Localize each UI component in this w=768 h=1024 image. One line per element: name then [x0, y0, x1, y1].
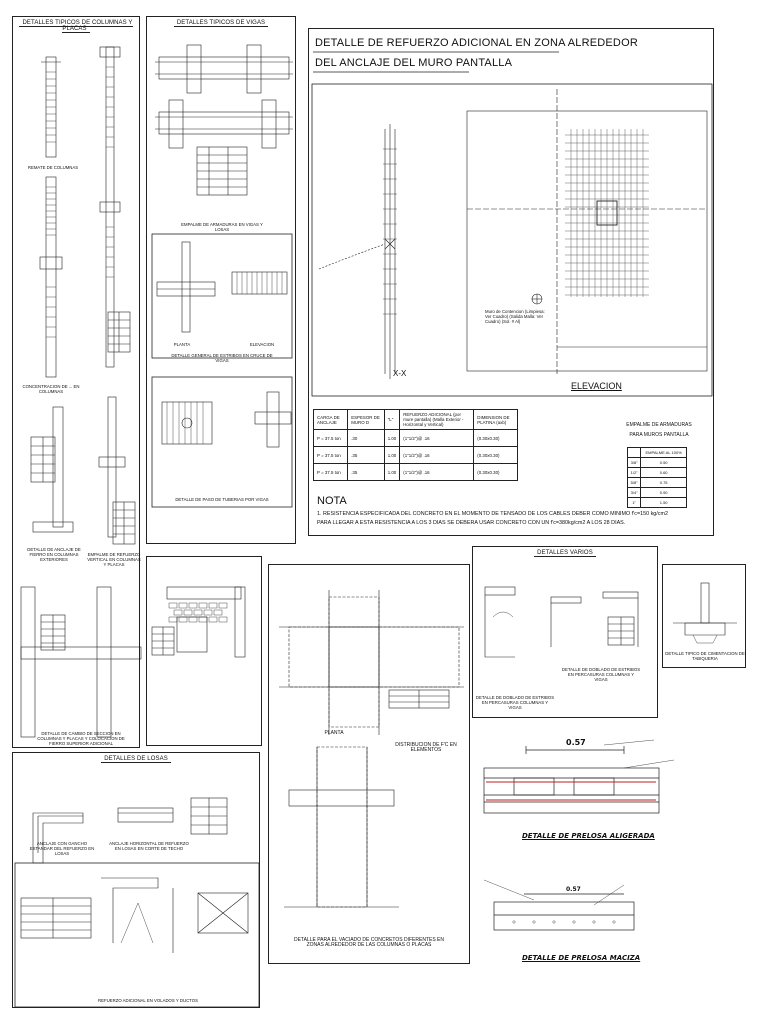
columnas-drawing — [20, 46, 142, 738]
caption-paso-tuberias: DETALLE DE PASO DE TUBERIAS POR VIGAS — [175, 497, 269, 502]
caption-doblado-1: DETALLE DE DOBLADO DE ESTRIBOS EN PERCAS… — [475, 695, 555, 710]
aligerada-dim: 0.57 — [566, 738, 586, 747]
cell: .35 — [347, 463, 385, 481]
nota-title: NOTA — [317, 495, 347, 507]
cimentacion-drawing — [673, 582, 737, 644]
caption-volados-ductos: REFUERZO ADICIONAL EN VOLADOS Y DUCTOS — [98, 998, 198, 1003]
nota-line1: 1. RESISTENCIA ESPECIFICADA DEL CONCRETO… — [317, 511, 668, 517]
empalme-title-2: PARA MUROS PANTALLA — [629, 432, 689, 438]
table-row: 5/8"0.75 — [626, 477, 687, 488]
cell: (0.30x0.30) — [473, 446, 518, 464]
panel-columnas-title: DETALLES TIPICOS DE COLUMNAS Y PLACAS — [13, 20, 139, 33]
cell: (1"1/2")@ .16 — [399, 463, 475, 481]
panel-cimentacion: DETALLE TIPICO DE CIMENTACION DE TABIQUE… — [662, 564, 746, 668]
panel-losas: DETALLES DE LOSAS ANCLAJE CON GANCHO EST… — [12, 752, 260, 1008]
cell: (1"1/2")@ .16 — [399, 429, 475, 447]
th-platina: DIMENSION DE PLATINA (axb) — [473, 409, 518, 430]
label-elevacion-vigas: ELEVACION — [249, 342, 275, 347]
empalme-header: EMPALME AL 100% — [640, 447, 687, 458]
prelosa-aligerada-drawing — [483, 739, 675, 814]
cell: .35 — [347, 446, 385, 464]
panel-vigas: DETALLES TIPICOS DE VIGAS — [146, 16, 296, 544]
cell: .30 — [347, 429, 385, 447]
panel-varios: DETALLES VARIOS DETALLE DE DOBLADO DE ES… — [472, 546, 658, 718]
nota-line2: PARA LLEGAR A ESTA RESISTENCIA A LOS 3 D… — [317, 520, 626, 526]
cell: 1" — [626, 497, 642, 508]
th-refuerzo: REFUERZO ADICIONAL (por mure pantalla) (… — [399, 409, 475, 430]
caption-anclaje-gancho: ANCLAJE CON GANCHO ESTANDAR DEL REFUERZO… — [29, 841, 95, 856]
cell: P = 37.5 ton — [312, 446, 349, 464]
varios-drawing — [484, 586, 639, 658]
caption-cambio-seccion: DETALLE DE CAMBIO DE SECCION EN COLUMNAS… — [37, 731, 125, 746]
cell: 1.00 — [383, 446, 401, 464]
caption-remate-columnas: REMATE DE COLUMNAS — [27, 165, 79, 170]
main-drawing — [311, 51, 713, 397]
cell: P = 37.5 ton — [312, 463, 349, 481]
main-title-line1: DETALLE DE REFUERZO ADICIONAL EN ZONA AL… — [315, 37, 638, 49]
caption-empalme-vertical: EMPALME DE REFUERZO VERTICAL EN COLUMNAS… — [87, 552, 141, 567]
caption-anclaje-horizontal: ANCLAJE HORIZONTAL DE REFUERZO EN LOSAS … — [109, 841, 189, 851]
table-row: 3/4"0.90 — [626, 487, 687, 498]
table-row: 1/2"0.60 — [626, 467, 687, 478]
caption-anclaje-columnas: DETALLE DE ANCLAJE DE FIERRO EN COLUMNAS… — [27, 547, 81, 562]
detalle-muro-drawing — [151, 586, 246, 658]
cell: 3/8" — [626, 457, 642, 468]
label-distribucion-fc: DISTRIBUCION DE F'C EN ELEMENTOS — [395, 742, 457, 753]
empalme-title-1: EMPALME DE ARMADURAS — [626, 422, 692, 428]
cell: (0.30x0.30) — [473, 429, 518, 447]
cell: 1/2" — [626, 467, 642, 478]
th-l: "L" — [383, 409, 401, 430]
vigas-drawing — [151, 44, 293, 508]
panel-vigas-title: DETALLES TIPICOS DE VIGAS — [147, 20, 295, 27]
prelosa-aligerada: 0.57 DETALLE DE PRELOSA ALIGERADA — [474, 730, 764, 840]
anchor-note: Muro de Contencion (Limpiesa: Ver Cuadro… — [485, 309, 545, 324]
table-row: 3/8"0.50 — [626, 457, 687, 468]
caption-doblado-2: DETALLE DE DOBLADO DE ESTRIBOS EN PERCAS… — [561, 667, 641, 682]
panel-varios-title: DETALLES VARIOS — [473, 550, 657, 557]
label-planta-vigas: PLANTA — [173, 342, 191, 347]
cell: P = 37.5 ton — [312, 429, 349, 447]
cell: 1.00 — [383, 429, 401, 447]
cell: 1.00 — [383, 463, 401, 481]
main-title-line2: DEL ANCLAJE DEL MURO PANTALLA — [315, 57, 513, 69]
aligerada-title: DETALLE DE PRELOSA ALIGERADA — [522, 832, 655, 840]
cell: (1"1/2")@ .16 — [399, 446, 475, 464]
panel-detalle-muro — [146, 556, 262, 746]
cell: 5/8" — [626, 477, 642, 488]
panel-main-detalle: DETALLE DE REFUERZO ADICIONAL EN ZONA AL… — [308, 28, 714, 536]
cell: 0.60 — [640, 467, 687, 478]
caption-cimentacion: DETALLE TIPICO DE CIMENTACION DE TABIQUE… — [665, 651, 745, 661]
table-row: 1"1.50 — [626, 497, 687, 508]
cell: 1.50 — [640, 497, 687, 508]
elevation-label: ELEVACION — [571, 381, 622, 391]
maciza-dim: 0.57 — [566, 886, 581, 893]
losas-drawing — [14, 797, 260, 1008]
caption-empalme-vigas: EMPALME DE ARMADURAS EN VIGAS Y LOSAS — [181, 222, 263, 232]
th-carga: CARGA DE ANCLAJE — [312, 409, 349, 430]
caption-vaciado: DETALLE PARA EL VACIADO DE CONCRETOS DIF… — [293, 937, 445, 948]
section-label-xx: X-X — [393, 369, 407, 378]
panel-losas-title: DETALLES DE LOSAS — [13, 756, 259, 763]
caption-estribos-cruce: DETALLE GENERAL DE ESTRIBOS EN CRUCE DE … — [171, 353, 273, 363]
prelosa-maciza: 0.57 DETALLE DE PRELOSA MACIZA — [474, 860, 764, 970]
cell: 0.50 — [640, 457, 687, 468]
caption-concentracion: CONCENTRACION DE ... EN COLUMNAS — [22, 384, 80, 394]
cell: 0.90 — [640, 487, 687, 498]
label-planta-vaciado: PLANTA — [324, 730, 344, 736]
cell: 0.75 — [640, 477, 687, 488]
cell: 3/4" — [626, 487, 642, 498]
panel-vaciado: PLANTA DISTRIBUCION DE F'C EN ELEMENTOS … — [268, 564, 470, 964]
panel-columnas: DETALLES TIPICOS DE COLUMNAS Y PLACAS — [12, 16, 142, 748]
vaciado-drawing — [279, 590, 464, 908]
cell: (0.30x0.30) — [473, 463, 518, 481]
empalme-table: EMPALME AL 100% 3/8"0.50 1/2"0.60 5/8"0.… — [626, 447, 687, 508]
maciza-title: DETALLE DE PRELOSA MACIZA — [522, 954, 641, 962]
th-espesor: ESPESOR DE MURO D — [347, 409, 385, 430]
prelosa-maciza-drawing — [483, 879, 635, 931]
anchor-table: CARGA DE ANCLAJE ESPESOR DE MURO D "L" R… — [312, 409, 518, 481]
